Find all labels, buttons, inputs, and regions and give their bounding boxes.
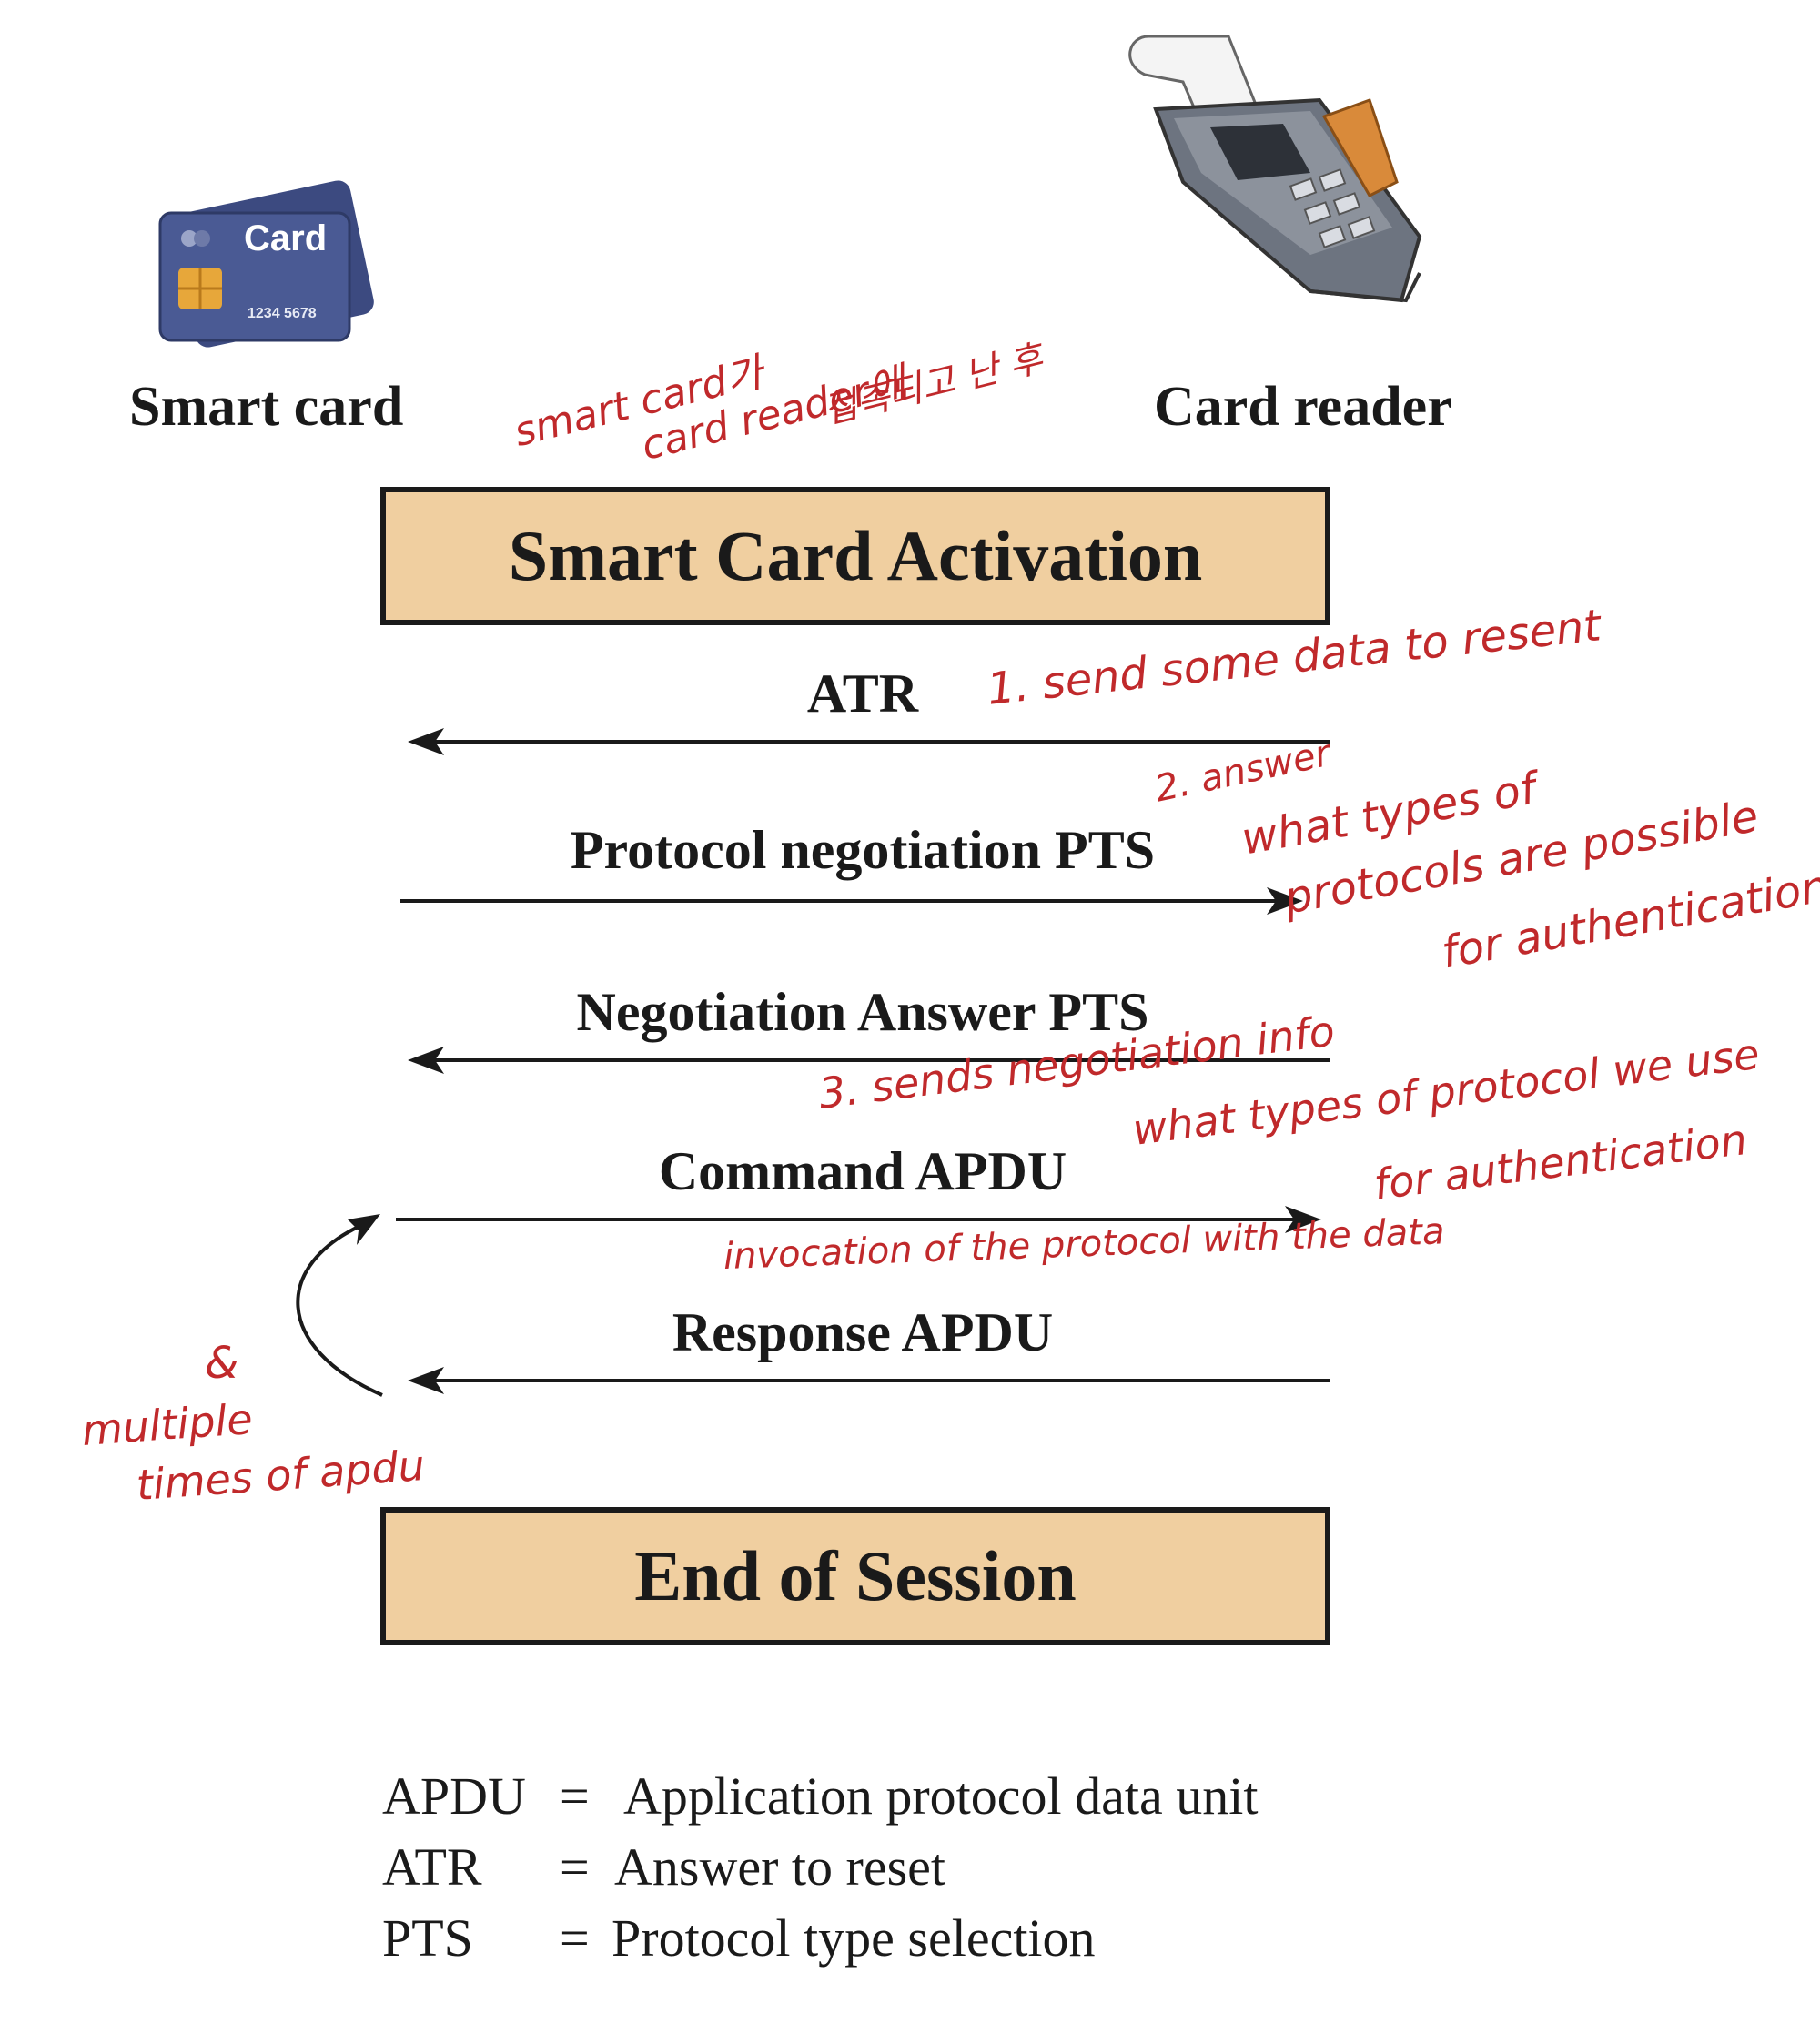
card-icon-text: Card (244, 218, 328, 258)
message-pts-label: Protocol negotiation PTS (570, 820, 1156, 880)
annotation-loop-3: times of apdu (135, 1440, 427, 1510)
legend-eq-apdu: = (560, 1766, 590, 1826)
message-negotiation-label: Negotiation Answer PTS (576, 982, 1149, 1042)
legend-meaning-pts: Protocol type selection (612, 1908, 1096, 1968)
legend-abbr-atr: ATR (382, 1837, 482, 1897)
message-response-apdu-label: Response APDU (672, 1302, 1054, 1362)
arrowhead-negotiation (408, 1047, 444, 1074)
card-reader-label: Card reader (1154, 376, 1452, 438)
legend-meaning-apdu: Application protocol data unit (623, 1766, 1259, 1826)
annotation-loop-1: & (205, 1338, 239, 1389)
legend-abbr-apdu: APDU (382, 1766, 526, 1826)
arrowhead-loop (348, 1214, 380, 1245)
smart-card-label: Smart card (129, 376, 404, 438)
arrowhead-atr (408, 728, 444, 755)
message-command-apdu-label: Command APDU (658, 1141, 1067, 1201)
legend-eq-pts: = (560, 1908, 590, 1968)
annotation-neg-3: for authentication (1370, 1114, 1750, 1209)
annotation-pts-1: 2. answer (1151, 732, 1334, 811)
legend-eq-atr: = (560, 1837, 590, 1897)
arrowhead-response-apdu (408, 1367, 444, 1394)
message-atr-label: ATR (806, 663, 919, 724)
legend-meaning-atr: Answer to reset (614, 1837, 946, 1897)
annotation-cmd: invocation of the protocol with the data (723, 1210, 1446, 1278)
card-icon-number: 1234 5678 (248, 306, 317, 321)
annotation-activation-3: 접촉되고 난 후 (819, 337, 1047, 433)
card-back (172, 180, 374, 348)
phase-end: End of Session (380, 1507, 1330, 1645)
loop-arrow (296, 1222, 383, 1397)
phase-activation: Smart Card Activation (380, 487, 1330, 625)
legend-abbr-pts: PTS (382, 1908, 473, 1968)
annotation-loop-2: multiple (80, 1393, 255, 1455)
